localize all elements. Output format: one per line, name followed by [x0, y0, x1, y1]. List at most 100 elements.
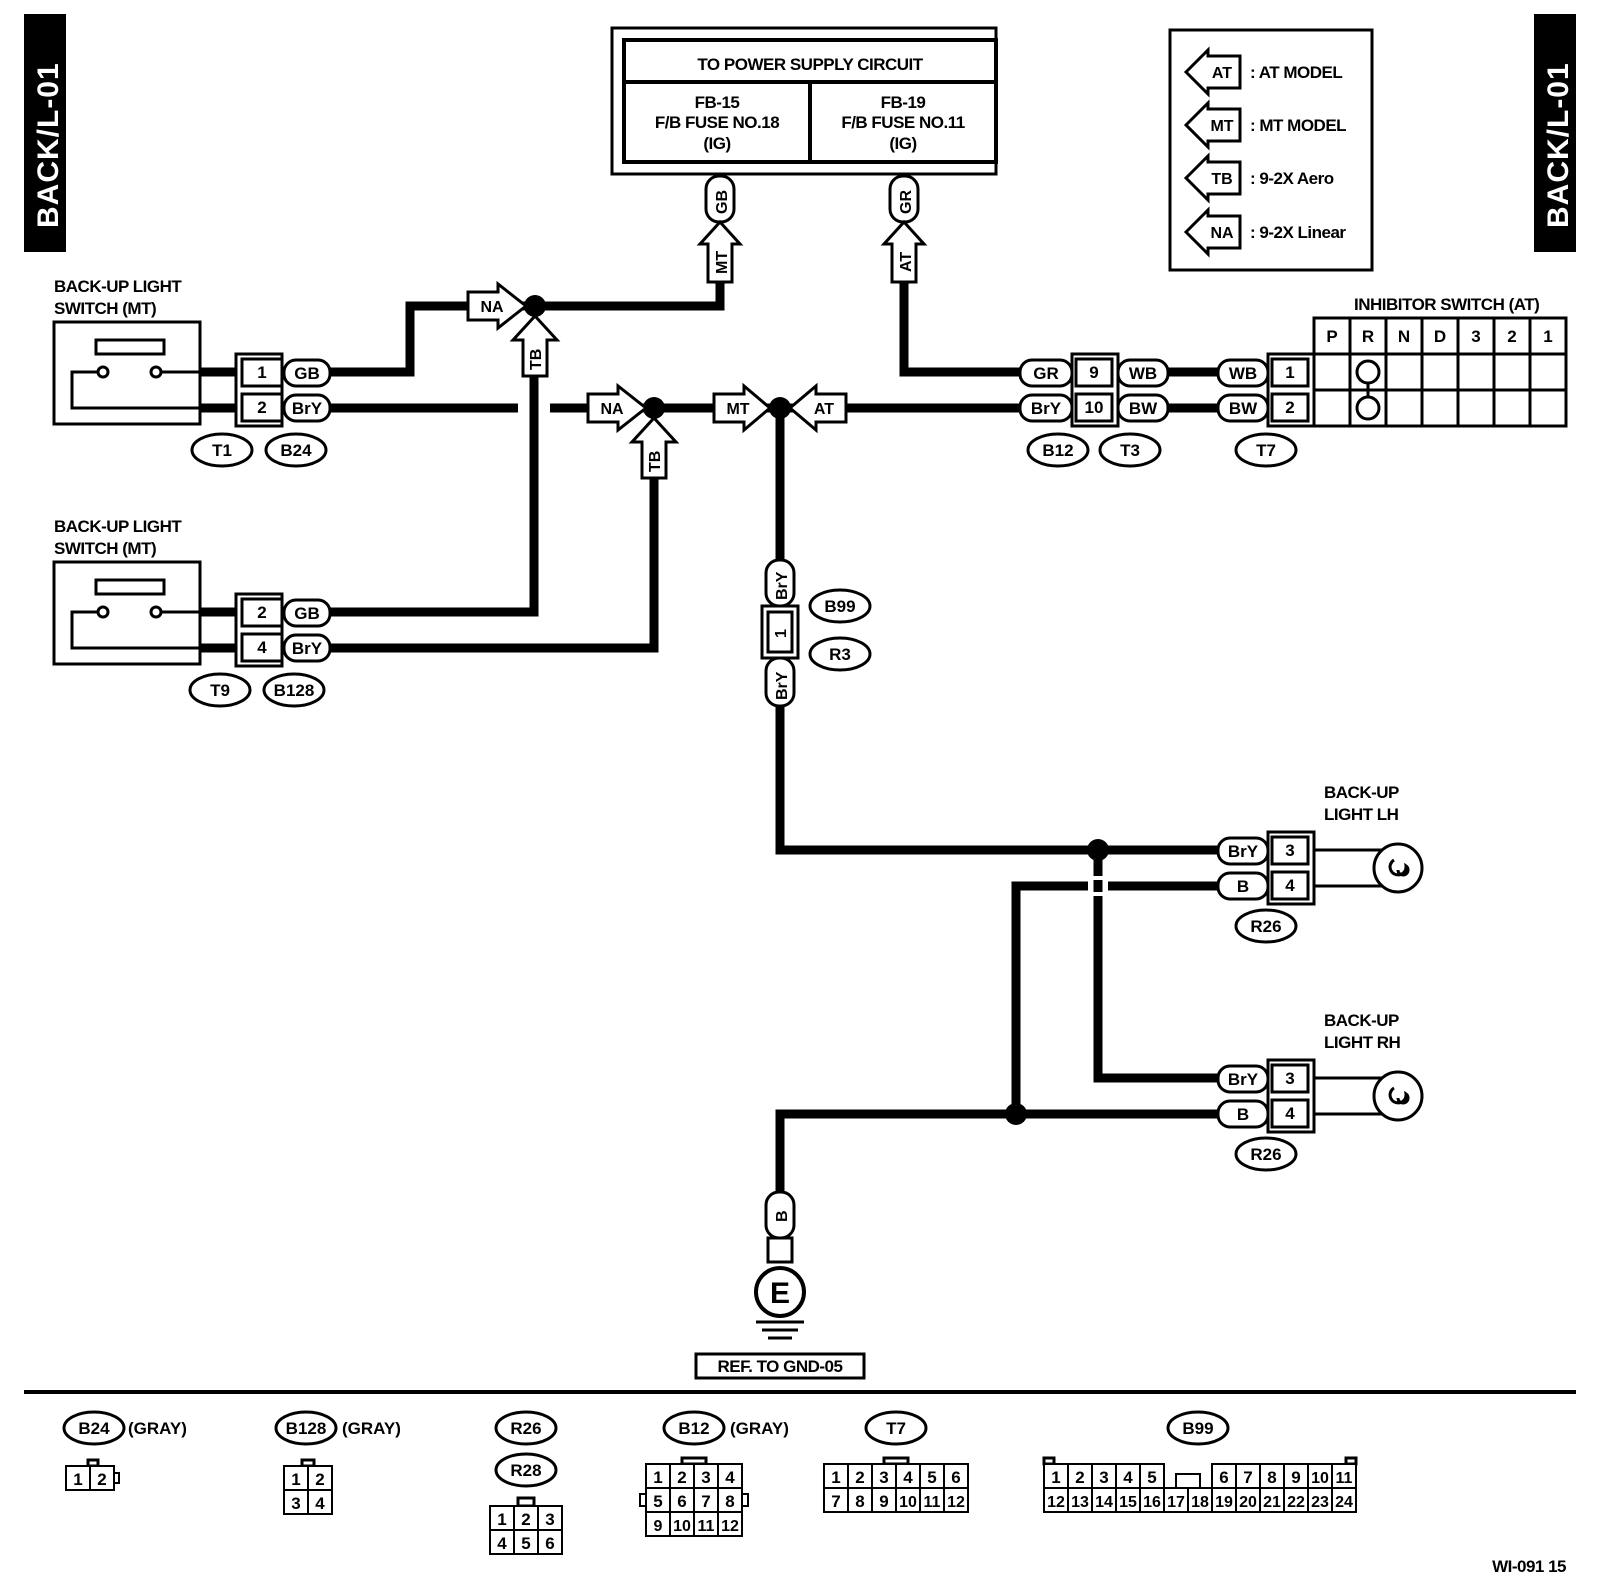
tag-mt-supply: MT [714, 251, 731, 274]
conn-label-t7: T7 [1256, 441, 1276, 460]
svg-text:BW: BW [1129, 399, 1158, 418]
svg-text:MT: MT [726, 401, 749, 418]
svg-text:6: 6 [1219, 1468, 1228, 1487]
fuse-left-mode: (IG) [703, 134, 730, 153]
svg-text:TB: TB [1211, 171, 1232, 188]
svg-text:BrY: BrY [1228, 1070, 1259, 1089]
ground: B E REF. TO GND-05 [694, 1190, 866, 1380]
svg-text:1: 1 [497, 1510, 506, 1529]
svg-text:3: 3 [291, 1494, 300, 1513]
svg-text:3: 3 [879, 1468, 888, 1487]
svg-text:3: 3 [1099, 1468, 1108, 1487]
svg-text:2: 2 [97, 1470, 106, 1489]
svg-text:GB: GB [294, 604, 320, 623]
svg-text:4: 4 [497, 1534, 507, 1553]
svg-text:10: 10 [899, 1494, 917, 1511]
backup-light-lh: BACK-UP LIGHT LH BrY B 3 4 R26 [1216, 783, 1424, 944]
svg-text:11: 11 [698, 1518, 715, 1535]
fuse-right-mode: (IG) [889, 134, 916, 153]
ground-reference: REF. TO GND-05 [718, 1357, 843, 1376]
inhibitor-pos-n: N [1398, 327, 1410, 346]
switch1-title-line1: BACK-UP LIGHT [54, 277, 182, 296]
svg-text:1: 1 [257, 363, 266, 382]
svg-text:12: 12 [1047, 1494, 1065, 1511]
svg-text:GR: GR [1033, 364, 1059, 383]
legend: AT : AT MODEL MT : MT MODEL TB : 9-2X Ae… [1168, 28, 1374, 272]
svg-text:8: 8 [855, 1492, 864, 1511]
svg-text:(GRAY): (GRAY) [128, 1419, 187, 1438]
legend-text-na: : 9-2X Linear [1250, 223, 1346, 242]
svg-text:B128: B128 [286, 1419, 327, 1438]
svg-text:1: 1 [291, 1470, 300, 1489]
svg-text:T7: T7 [886, 1419, 906, 1438]
svg-text:24: 24 [1335, 1494, 1353, 1511]
connector-view-b12: B12 (GRAY) 1 2 3 4 5 6 7 8 9 10 11 12 [639, 1410, 789, 1537]
svg-text:6: 6 [545, 1534, 554, 1553]
tag-na-upper: NA [466, 280, 529, 332]
joint-b99-r3: BrY 1 BrY B99 R3 [760, 558, 872, 708]
svg-text:2: 2 [1285, 398, 1294, 417]
svg-text:4: 4 [903, 1468, 913, 1487]
inhibitor-title: INHIBITOR SWITCH (AT) [1354, 295, 1539, 314]
backup-light-switch-2: BACK-UP LIGHT SWITCH (MT) 2 4 GB BrY T9 … [52, 517, 332, 708]
svg-text:(GRAY): (GRAY) [342, 1419, 401, 1438]
svg-text:10: 10 [1085, 398, 1104, 417]
svg-text:11: 11 [1336, 1470, 1353, 1487]
connector-view-r26: R26 R28 1 2 3 4 5 6 [489, 1410, 563, 1555]
svg-text:9: 9 [654, 1518, 663, 1535]
svg-text:7: 7 [1243, 1468, 1252, 1487]
svg-text:BrY: BrY [292, 399, 323, 418]
conn-label-b128: B128 [274, 681, 315, 700]
light-rh-title-line1: BACK-UP [1324, 1011, 1399, 1030]
inhibitor-pos-d: D [1434, 327, 1446, 346]
svg-text:B12: B12 [678, 1419, 709, 1438]
power-supply-title: TO POWER SUPPLY CIRCUIT [697, 55, 923, 74]
conn-label-b99: B99 [824, 597, 855, 616]
light-lh-title-line1: BACK-UP [1324, 783, 1399, 802]
svg-text:R28: R28 [510, 1461, 541, 1480]
svg-text:1: 1 [773, 629, 790, 638]
conn-label-r3: R3 [829, 645, 851, 664]
conn-label-b12: B12 [1042, 441, 1073, 460]
svg-text:MT: MT [1210, 118, 1233, 135]
svg-text:4: 4 [1285, 1104, 1295, 1123]
inhibitor-pos-2: 2 [1507, 327, 1516, 346]
switch2-title-line1: BACK-UP LIGHT [54, 517, 182, 536]
svg-text:21: 21 [1263, 1494, 1281, 1511]
svg-text:NA: NA [480, 299, 504, 316]
tag-at-supply: AT [898, 252, 915, 272]
bulb-icon [1372, 1070, 1424, 1122]
svg-text:19: 19 [1215, 1494, 1233, 1511]
svg-text:6: 6 [951, 1468, 960, 1487]
tag-at-main: AT [787, 382, 848, 434]
light-rh-title-line2: LIGHT RH [1324, 1033, 1400, 1052]
supply-wire-left: GB MT [696, 174, 744, 284]
svg-text:2: 2 [315, 1470, 324, 1489]
svg-text:3: 3 [545, 1510, 554, 1529]
svg-text:17: 17 [1167, 1494, 1185, 1511]
legend-item-na: NA : 9-2X Linear [1183, 206, 1347, 258]
svg-text:9: 9 [879, 1492, 888, 1511]
svg-text:1: 1 [831, 1468, 840, 1487]
fuse-right-code: FB-19 [881, 93, 926, 112]
inhibitor-pos-1: 1 [1543, 327, 1552, 346]
svg-text:9: 9 [1291, 1468, 1300, 1487]
svg-text:3: 3 [701, 1468, 710, 1487]
svg-text:B: B [1237, 877, 1249, 896]
junction-dot [769, 397, 791, 419]
svg-text:TB: TB [528, 349, 545, 370]
svg-text:4: 4 [1285, 876, 1295, 895]
svg-text:1: 1 [1285, 363, 1294, 382]
svg-text:NA: NA [1210, 225, 1234, 242]
svg-text:18: 18 [1191, 1494, 1209, 1511]
tag-na-lower: NA [586, 382, 649, 434]
svg-text:12: 12 [721, 1518, 739, 1535]
svg-text:16: 16 [1143, 1494, 1161, 1511]
svg-text:5: 5 [1147, 1468, 1156, 1487]
svg-text:23: 23 [1311, 1494, 1329, 1511]
connector-view-b24: B24 (GRAY) 1 2 [62, 1410, 187, 1491]
svg-text:4: 4 [257, 638, 267, 657]
svg-text:WB: WB [1129, 364, 1157, 383]
connector-view-b99: B99 1 2 3 4 5 6 7 8 9 10 11 [1042, 1410, 1358, 1513]
svg-text:4: 4 [1123, 1468, 1133, 1487]
